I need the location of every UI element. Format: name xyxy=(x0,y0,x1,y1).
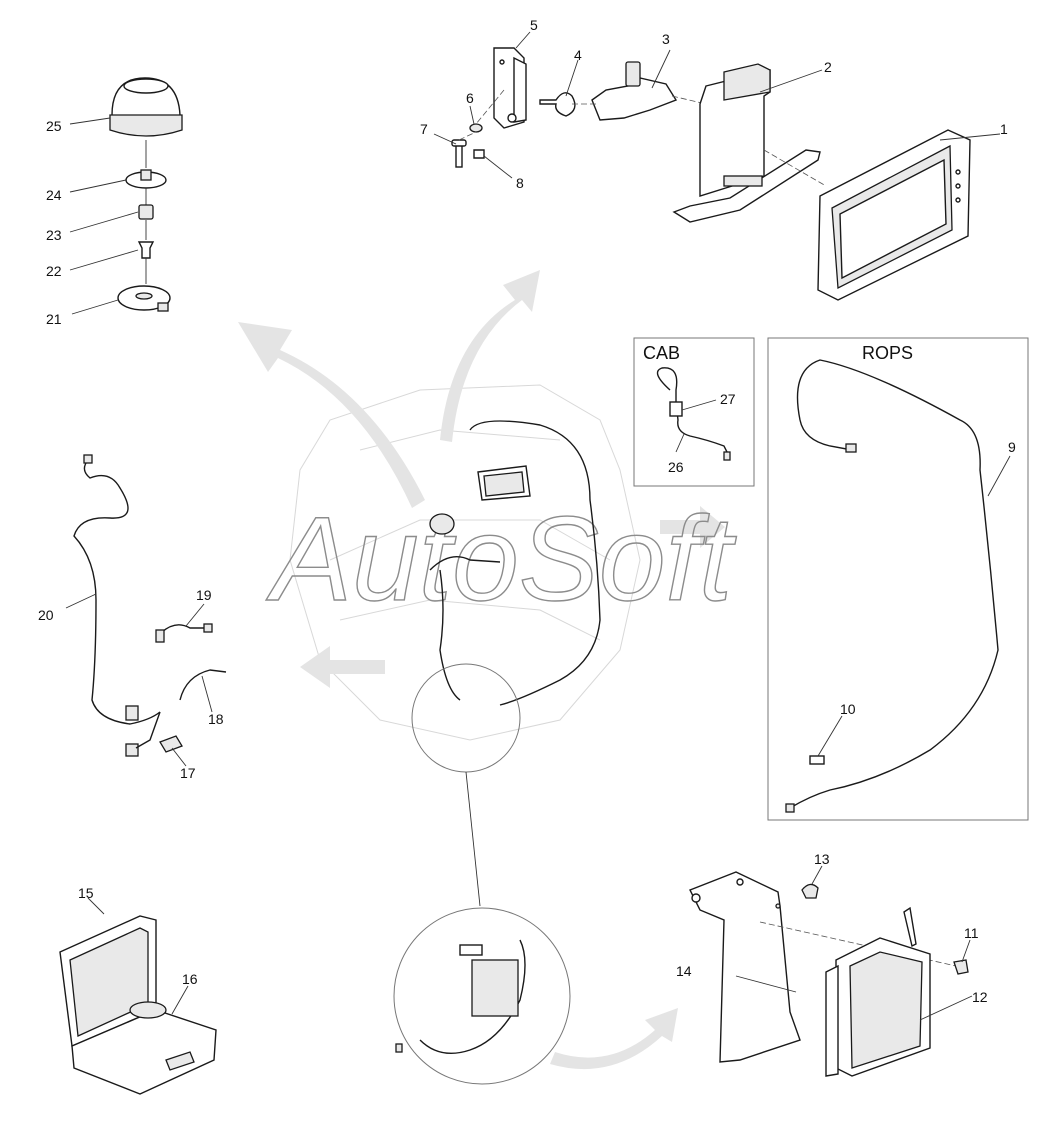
cab-title: CAB xyxy=(643,343,680,363)
arrow-to-mount xyxy=(440,270,540,442)
watermark-text: AutoSoft xyxy=(266,492,737,626)
cab-section: CAB xyxy=(633,337,755,487)
mount-cap-nut xyxy=(473,149,485,159)
callout-16: 16 xyxy=(182,971,198,987)
display-cradle-parts xyxy=(572,61,827,223)
callout-2: 2 xyxy=(824,59,832,75)
arrow-to-rops xyxy=(660,506,725,548)
gps-antenna-assembly xyxy=(109,77,183,312)
callout-8: 8 xyxy=(516,175,524,191)
callout-19: 19 xyxy=(196,587,212,603)
central-harness xyxy=(469,420,601,706)
callout-6: 6 xyxy=(466,90,474,106)
guide-arrows xyxy=(238,270,725,1070)
detail-circle-top xyxy=(411,663,521,773)
carrying-case xyxy=(59,915,217,1095)
mount-ball xyxy=(539,92,576,117)
callout-20: 20 xyxy=(38,607,54,623)
callout-7: 7 xyxy=(420,121,428,137)
arrow-to-antenna xyxy=(238,322,425,508)
antenna-screw xyxy=(137,241,155,259)
central-installation-view xyxy=(393,420,601,1085)
rops-section: ROPS xyxy=(767,337,1029,821)
detail-circle-bottom xyxy=(393,907,571,1085)
mount-bolt xyxy=(455,144,463,168)
callout-5: 5 xyxy=(530,17,538,33)
controller-bracket-14 xyxy=(689,871,801,1063)
callout-4: 4 xyxy=(574,47,582,63)
bolt-13 xyxy=(801,883,819,899)
callout-17: 17 xyxy=(180,765,196,781)
callout-27: 27 xyxy=(720,391,736,407)
receiver-antenna xyxy=(903,906,917,948)
callout-9: 9 xyxy=(1008,439,1016,455)
central-antenna xyxy=(429,513,455,535)
main-harness xyxy=(73,459,161,725)
arrow-to-controller xyxy=(550,1008,678,1070)
harness-19 xyxy=(161,624,206,633)
callout-23: 23 xyxy=(46,227,62,243)
screw-11 xyxy=(953,959,969,975)
ram-arm-clamp xyxy=(591,77,678,121)
controller-mount-group xyxy=(689,871,969,1077)
callout-3: 3 xyxy=(662,31,670,47)
cab-harness xyxy=(656,367,729,455)
callout-12: 12 xyxy=(972,989,988,1005)
callout-1: 1 xyxy=(1000,121,1008,137)
arrow-to-harnesses xyxy=(300,646,385,688)
callout-25: 25 xyxy=(46,118,62,134)
rops-harness xyxy=(789,359,999,809)
callout-22: 22 xyxy=(46,263,62,279)
callout-10: 10 xyxy=(840,701,856,717)
callout-11: 11 xyxy=(964,925,979,941)
callout-13: 13 xyxy=(814,851,830,867)
antenna-spacer xyxy=(138,204,154,220)
callout-15: 15 xyxy=(78,885,94,901)
cab-frame xyxy=(633,337,755,487)
callout-24: 24 xyxy=(46,187,62,203)
leader-lines xyxy=(65,31,1011,1021)
rops-title: ROPS xyxy=(862,343,913,363)
detail-controller xyxy=(471,959,519,1017)
lock-nut xyxy=(469,123,483,133)
callout-21: 21 xyxy=(46,311,62,327)
tablet-display xyxy=(817,129,971,301)
harness-18 xyxy=(179,669,227,701)
rops-frame xyxy=(767,337,1029,821)
callout-labels: 1 2 3 4 5 6 7 8 9 10 11 12 13 14 15 16 1… xyxy=(38,17,1016,1005)
harness-group-left xyxy=(73,454,227,757)
mounting-bracket-parts xyxy=(451,47,576,168)
rops-connector xyxy=(809,755,825,765)
callout-14: 14 xyxy=(676,963,692,979)
callout-18: 18 xyxy=(208,711,224,727)
harness-17-plug xyxy=(159,735,183,753)
callout-26: 26 xyxy=(668,459,684,475)
